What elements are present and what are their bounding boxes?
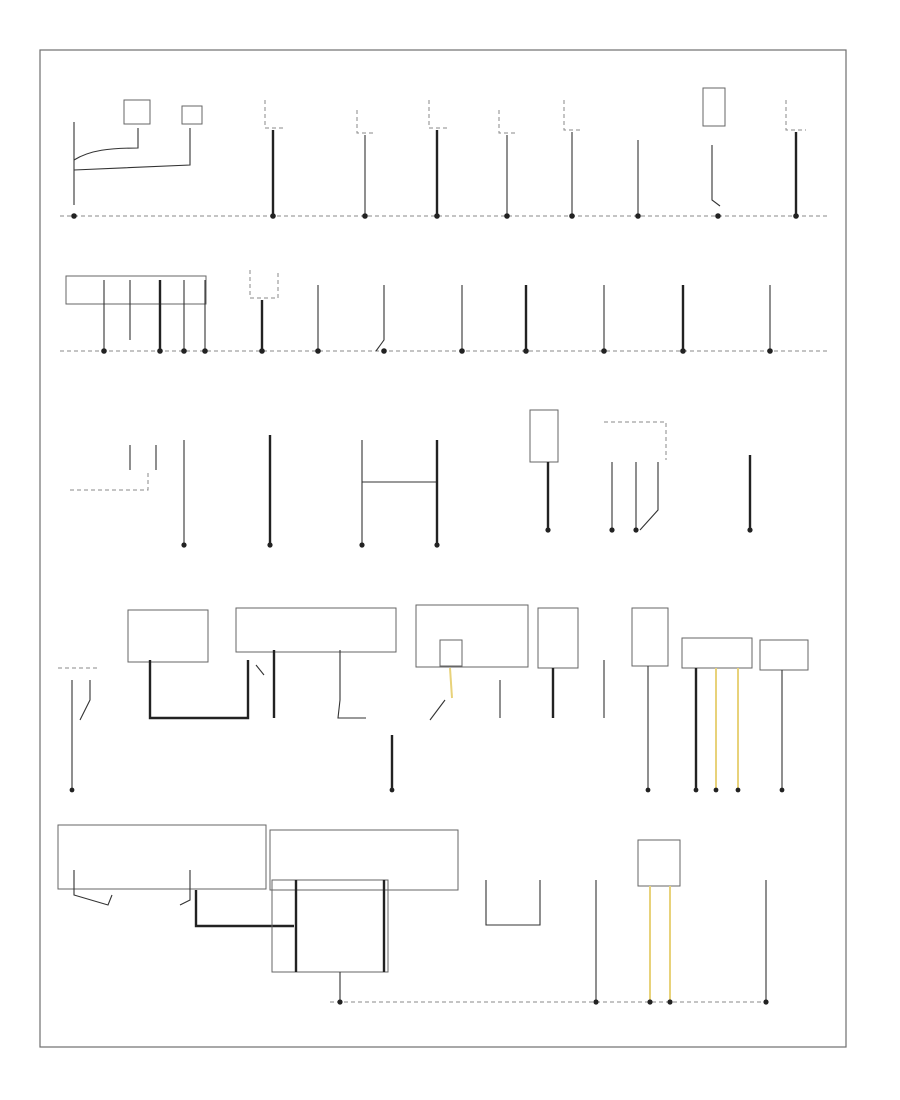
ground-point (601, 348, 607, 354)
row-5 (57, 824, 770, 1005)
row5-drop-1c (194, 890, 294, 928)
ground-point (523, 348, 529, 354)
row5-box-5 (637, 839, 681, 887)
ground-point (101, 348, 107, 354)
row2-box-multiconn (65, 275, 207, 305)
row-3 (70, 409, 753, 548)
ground-point (267, 542, 273, 548)
ground-point (359, 542, 365, 548)
ground-point (202, 348, 208, 354)
row4-box-4 (415, 604, 529, 668)
row4-drop-1b (79, 680, 91, 721)
row5-box-2 (269, 829, 459, 891)
ground-point (434, 542, 440, 548)
row3-conn-6 (604, 421, 667, 460)
ground-point (337, 999, 343, 1005)
ground-point (763, 999, 769, 1005)
row1-conn-1 (264, 100, 285, 129)
row1-wire-b (73, 128, 139, 161)
row4-drop-2 (148, 660, 250, 720)
ground-point (747, 527, 753, 533)
row4-box-5 (537, 607, 579, 669)
ground-point (633, 527, 639, 533)
ground-point (381, 348, 387, 354)
row-2 (60, 270, 830, 354)
row4-box-8 (681, 637, 753, 669)
ground-point (645, 787, 651, 793)
ground-point (635, 213, 641, 219)
ground-point (545, 527, 551, 533)
row2-drop-3 (375, 285, 385, 352)
ground-point (593, 999, 599, 1005)
ground-point (270, 213, 276, 219)
row5-drop-1a (73, 870, 113, 906)
ground-point (609, 527, 615, 533)
row4-box-2 (127, 609, 209, 663)
ground-point (459, 348, 465, 354)
ground-point (259, 348, 265, 354)
row1-wire-c (73, 128, 191, 171)
ground-point (504, 213, 510, 219)
row1-conn-7 (785, 100, 806, 131)
row3-wire-left (129, 445, 157, 470)
ground-point (793, 213, 799, 219)
row1-box-sensor (123, 99, 151, 125)
row4-drop-4b (429, 699, 446, 721)
row2-conn-1 (249, 270, 279, 299)
row4-drop-3c (337, 650, 366, 719)
row3-drop-6c (639, 462, 659, 531)
diagram-frame (39, 49, 847, 1048)
ground-point (181, 348, 187, 354)
row1-conn-5 (563, 100, 580, 131)
ground-point (735, 787, 741, 793)
row4-box-7 (631, 607, 669, 667)
row1-box-switch (181, 105, 203, 125)
row4-drop-3b (255, 664, 265, 676)
row-1 (60, 87, 830, 219)
row4-box-3 (235, 607, 397, 653)
row5-drop-3 (485, 880, 541, 926)
ground-point (667, 999, 673, 1005)
ground-point (434, 213, 440, 219)
ground-point (715, 213, 721, 219)
row1-conn-4 (498, 110, 517, 134)
row1-box-module (702, 87, 726, 127)
ground-point (569, 213, 575, 219)
row-4 (58, 604, 809, 793)
ground-point (713, 787, 719, 793)
row5-drop-1b (179, 870, 191, 906)
ground-point (69, 787, 75, 793)
ground-point (779, 787, 785, 793)
ground-point (389, 787, 395, 793)
row5-box-2b (271, 879, 389, 973)
ground-point (362, 213, 368, 219)
ground-point (181, 542, 187, 548)
ground-point (647, 999, 653, 1005)
ground-point (71, 213, 77, 219)
row1-drop-6b (711, 145, 721, 207)
ground-point (680, 348, 686, 354)
row3-box-sensor (529, 409, 559, 463)
ground-point (157, 348, 163, 354)
ground-point (315, 348, 321, 354)
row3-conn-left (70, 470, 149, 491)
ground-point (767, 348, 773, 354)
ground-point (693, 787, 699, 793)
row4-drop-4a (449, 667, 453, 699)
row1-conn-3 (428, 100, 447, 129)
row1-conn-2 (356, 110, 375, 134)
row5-box-1 (57, 824, 267, 890)
row4-box-9 (759, 639, 809, 671)
row4-box-4-inner (439, 639, 463, 667)
